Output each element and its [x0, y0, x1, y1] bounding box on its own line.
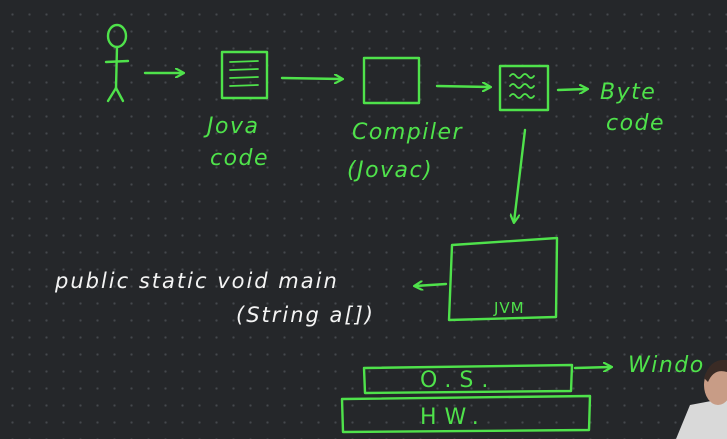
arrow-os-to-windows — [573, 367, 611, 368]
arrow-bytecode-to-jvm — [514, 128, 527, 222]
compiler-label-line2: (Jovac) — [347, 158, 433, 183]
os-box — [362, 363, 574, 395]
arrow-jvm-to-main — [415, 284, 448, 286]
presenter-avatar — [676, 359, 727, 439]
wavy-document-icon — [498, 64, 550, 112]
byte-code-label-line2: code — [606, 111, 665, 136]
compiler-label-line1: Compiler — [352, 120, 463, 145]
byte-code-label-line1: Byte — [600, 80, 656, 105]
document-icon — [220, 50, 269, 100]
arrow-code-to-compiler — [280, 78, 342, 79]
compiler-box — [362, 56, 421, 105]
hw-box — [340, 394, 592, 434]
jvm-box — [447, 236, 559, 322]
jvm-label: JVM — [493, 299, 525, 317]
os-label: O.S. — [420, 368, 496, 393]
main-signature-line2: (String a[]) — [236, 303, 375, 327]
windows-label: Windo — [628, 353, 705, 378]
arrow-to-bytecode-label — [556, 89, 587, 90]
hw-label: HW. — [420, 405, 487, 430]
stick-figure-icon — [104, 23, 130, 103]
java-code-label-line1: Jova — [203, 114, 259, 139]
java-code-label-line2: code — [210, 146, 269, 171]
arrow-compiler-to-bytecode — [435, 86, 490, 87]
main-signature-line1: public static void main — [54, 269, 339, 293]
